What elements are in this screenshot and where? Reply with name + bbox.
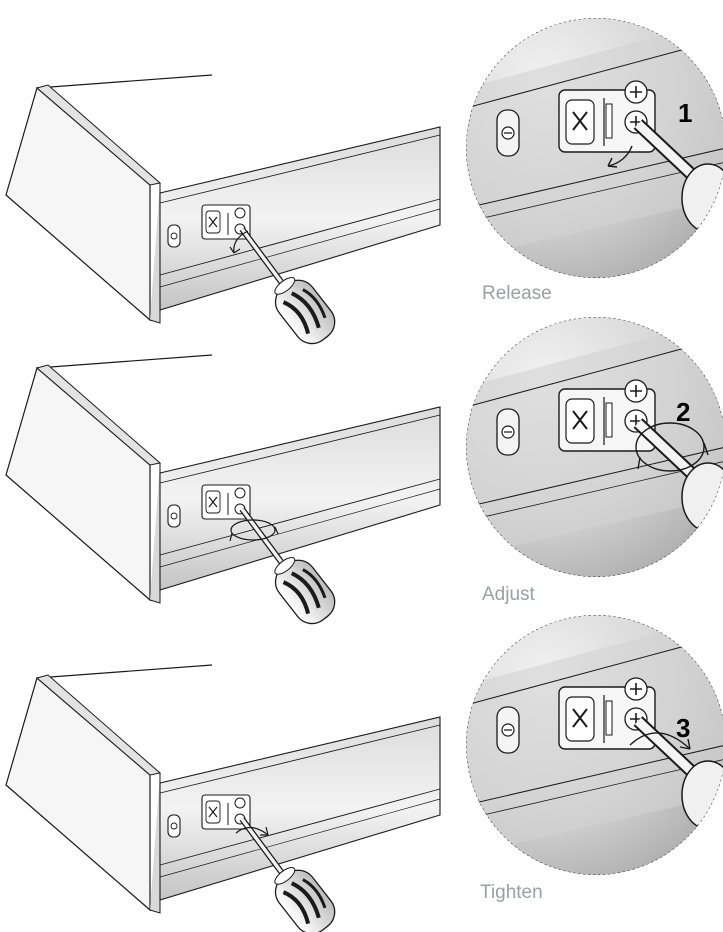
zoom-circle-step-2: 2	[466, 317, 723, 577]
step-number-2: 2	[676, 397, 690, 427]
drawer-illustration-step-1	[6, 75, 440, 351]
step-caption-tighten: Tighten	[480, 882, 543, 903]
drawer-illustration-step-2	[6, 355, 440, 631]
step-2-group: 2 Adjust	[6, 317, 723, 631]
drawer-illustration-step-3	[6, 665, 440, 932]
step-3-group: 3 Tighten	[6, 615, 723, 932]
step-1-group: 1 Release	[6, 18, 723, 351]
step-caption-release: Release	[482, 283, 552, 304]
step-caption-adjust: Adjust	[482, 584, 536, 605]
step-number-1: 1	[678, 98, 692, 128]
zoom-circle-step-1: 1	[466, 18, 723, 278]
step-number-3: 3	[676, 713, 690, 743]
zoom-circle-step-3: 3	[466, 615, 723, 875]
